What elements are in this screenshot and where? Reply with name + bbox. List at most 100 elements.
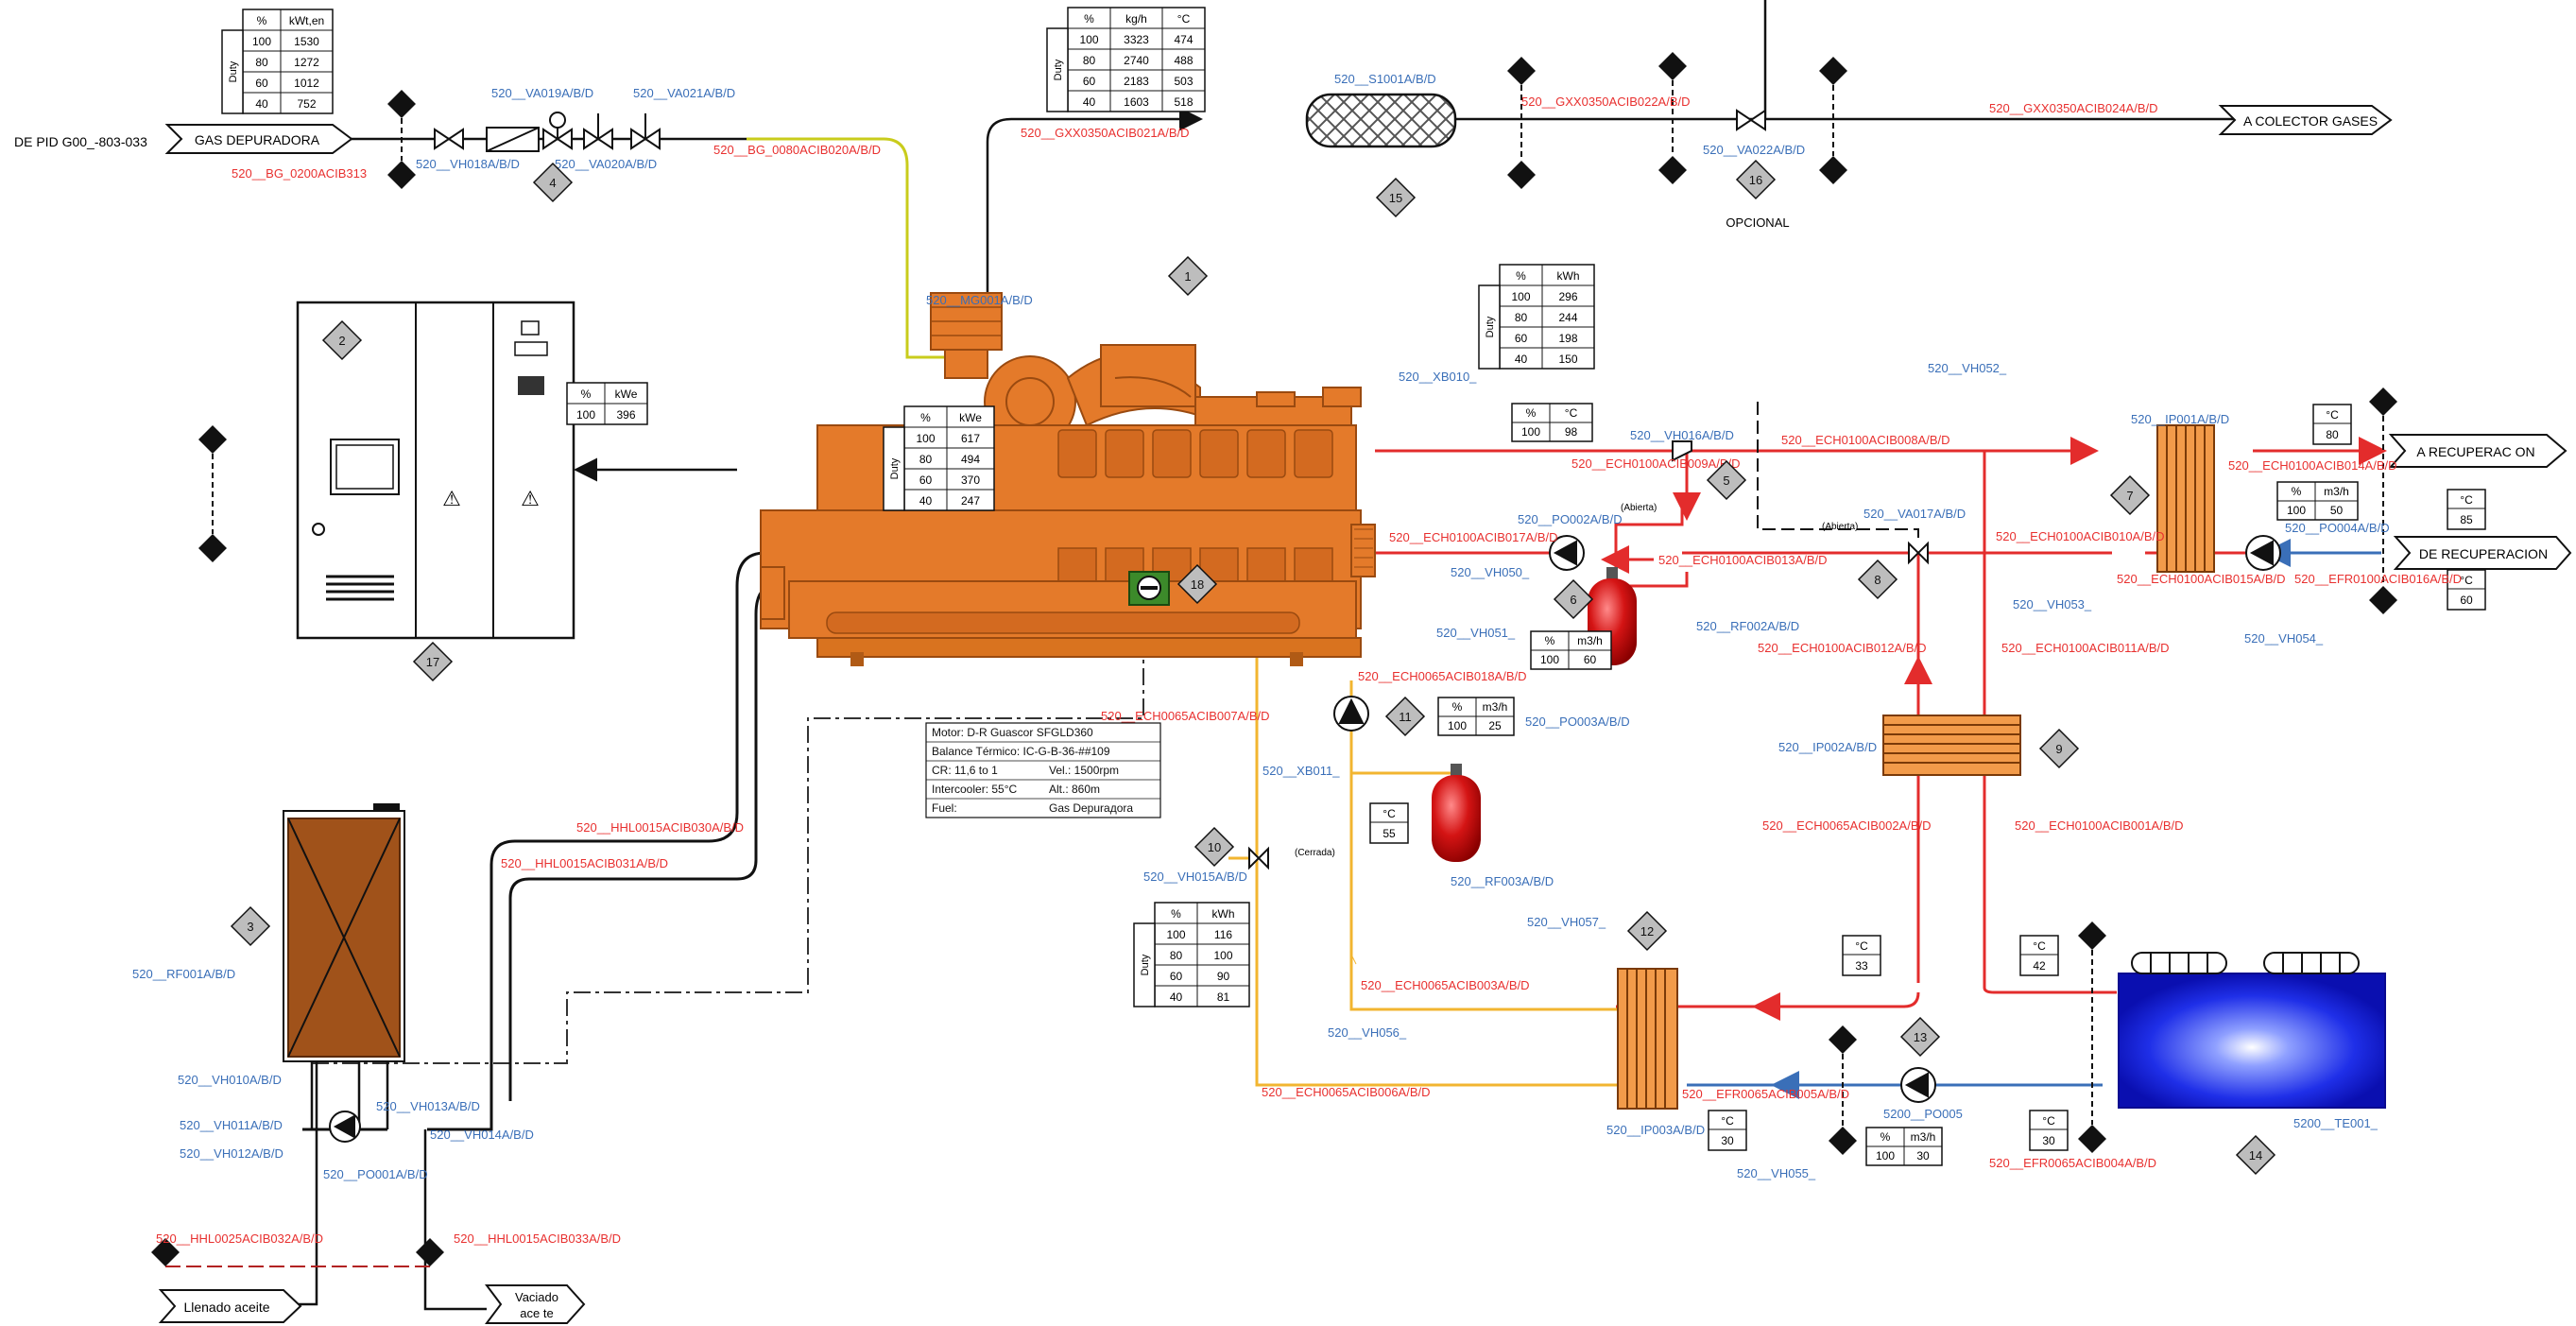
equipment-number-badge: 2 <box>321 319 363 361</box>
temp-value: 33 <box>1855 959 1868 973</box>
tag-label-blue: 520__IP003A/B/D <box>1606 1123 1705 1137</box>
lt-circuit-pipe <box>1255 633 1621 1087</box>
table-cell: 40 <box>255 97 268 111</box>
tag-label-blue: 520__PO003A/B/D <box>1525 715 1630 729</box>
gas-outlet-arrow: A COLECTOR GASES OPCIONAL <box>1726 105 2393 230</box>
badge-number: 1 <box>1184 269 1191 284</box>
badge-number: 4 <box>549 176 556 190</box>
table-cell: 296 <box>1558 290 1577 303</box>
table-cell: 81 <box>1217 990 1230 1004</box>
tag-label-blue: 520__VH057_ <box>1527 915 1606 929</box>
tag-label-blue: 520__VH056_ <box>1328 1025 1407 1040</box>
temp-unit: °C <box>2326 408 2339 422</box>
heat-exchanger-ip003 <box>1617 968 1678 1110</box>
engine-spec-key: Motor: D-R Guascor SFGLD360 <box>932 726 1093 739</box>
badge-number: 6 <box>1570 593 1576 607</box>
table-header: °C <box>1177 12 1191 26</box>
table-cell: 150 <box>1558 353 1577 366</box>
tag-label-blue: 520__VH016A/B/D <box>1630 428 1734 442</box>
table-header: % <box>581 387 592 401</box>
engine-spec-key: Balance Térmico: IC-G-B-36-##109 <box>932 745 1110 758</box>
svg-text:Llenado aceite: Llenado aceite <box>183 1300 269 1315</box>
tag-label-blue: 520__VA022A/B/D <box>1703 143 1805 157</box>
temp-box-t60: °C60 <box>2447 569 2486 611</box>
tag-label-red: 520__ECH0100ACIB015A/B/D <box>2117 572 2286 586</box>
duty-label: Duty <box>1053 59 1064 80</box>
tag-label-red: 520__BG_0200ACIB313 <box>232 166 367 181</box>
heat-exchanger-ip002 <box>1882 715 2021 776</box>
table-cell: 1012 <box>294 77 319 90</box>
valve-state-note: (Abierta) <box>1621 503 1657 513</box>
equipment-number-badge: 6 <box>1553 578 1594 620</box>
table-header: kWh <box>1212 907 1235 921</box>
table-cell: 60 <box>1584 653 1597 666</box>
table-cell: 244 <box>1558 311 1577 324</box>
table-cell: 198 <box>1558 332 1577 345</box>
table-header: kWt,en <box>289 14 324 27</box>
table-cell: 100 <box>1166 928 1185 941</box>
table-cell: 617 <box>961 432 980 445</box>
svg-text:⚠: ⚠ <box>521 487 540 510</box>
table-cell: 60 <box>1515 332 1528 345</box>
equipment-number-badge: 13 <box>1899 1016 1941 1058</box>
temp-value: 80 <box>2326 428 2339 441</box>
pump-po004 <box>2245 535 2281 571</box>
table-cell: 518 <box>1174 95 1193 109</box>
table-cell: 503 <box>1174 75 1193 88</box>
tag-label-red: 520__HHL0015ACIB030A/B/D <box>576 820 744 835</box>
badge-number: 14 <box>2249 1148 2262 1162</box>
tag-label-red: 520__ECH0100ACIB011A/B/D <box>2001 641 2170 655</box>
gas-inlet-arrow: GAS DEPURADORA DE PID G00_-803-033 <box>14 124 353 154</box>
temp-box-t30a: °C30 <box>2029 1110 2069 1151</box>
tag-label-blue: 520__IP001A/B/D <box>2131 412 2229 426</box>
tag-label-red: 520__HHL0015ACIB031A/B/D <box>501 856 668 870</box>
tag-label-red: 520__BG_0080ACIB020A/B/D <box>713 143 881 157</box>
tag-label-red: 520__HHL0025ACIB032A/B/D <box>156 1231 323 1246</box>
table-cell: 488 <box>1174 54 1193 67</box>
equipment-number-badge: 1 <box>1167 255 1209 297</box>
table-header: % <box>920 411 931 424</box>
engine-tag: 520__MG001A/B/D <box>926 293 1033 307</box>
table-cell: 40 <box>1515 353 1528 366</box>
valve-vh015 <box>1248 846 1269 870</box>
water-cooler-tank <box>2118 952 2386 1109</box>
badge-number: 5 <box>1723 474 1729 488</box>
tag-label-blue: 520__VH055_ <box>1737 1166 1816 1180</box>
tag-label-blue: 520__IP002A/B/D <box>1778 740 1877 754</box>
tag-label-blue: 520__VH011A/B/D <box>180 1118 283 1132</box>
ht-return-pipe <box>1983 451 2117 994</box>
table-cell: 25 <box>1488 719 1502 732</box>
tag-label-red: 520__ECH0065ACIB003A/B/D <box>1361 978 1530 992</box>
table-cell: 40 <box>1170 990 1183 1004</box>
svg-text:A RECUPERAC ON: A RECUPERAC ON <box>2416 444 2534 459</box>
table-cell: 98 <box>1565 425 1578 439</box>
table-header: kWe <box>959 411 982 424</box>
tag-label-red: 520__ECH0100ACIB009A/B/D <box>1571 456 1741 471</box>
table-header: % <box>1084 12 1094 26</box>
table-cell: 3323 <box>1124 33 1149 46</box>
tag-label-blue: 520__RF003A/B/D <box>1451 874 1554 888</box>
table-cell: 60 <box>1170 970 1183 983</box>
equipment-number-badge: 3 <box>230 905 271 947</box>
tag-label-red: 520__EFR0100ACIB016A/B/D <box>2294 572 2462 586</box>
tag-label-red: 520__EFR0065ACIB005A/B/D <box>1682 1087 1849 1101</box>
temp-box-t33: °C33 <box>1842 935 1881 976</box>
equipment-number-badge: 16 <box>1735 159 1777 200</box>
tag-label-red: 520__HHL0015ACIB033A/B/D <box>454 1231 621 1246</box>
table-cell: 116 <box>1214 928 1232 941</box>
equipment-number-badge: 14 <box>2235 1134 2276 1176</box>
table-cell: 50 <box>2330 504 2344 517</box>
temp-unit: °C <box>2033 939 2046 953</box>
table-header: % <box>1880 1130 1891 1144</box>
instrument-flags <box>151 52 2397 1266</box>
tag-label-red: 520__ECH0100ACIB013A/B/D <box>1658 553 1828 567</box>
badge-number: 2 <box>338 334 345 348</box>
tag-label-blue: 520__VH018A/B/D <box>416 157 520 171</box>
badge-number: 18 <box>1191 577 1204 592</box>
